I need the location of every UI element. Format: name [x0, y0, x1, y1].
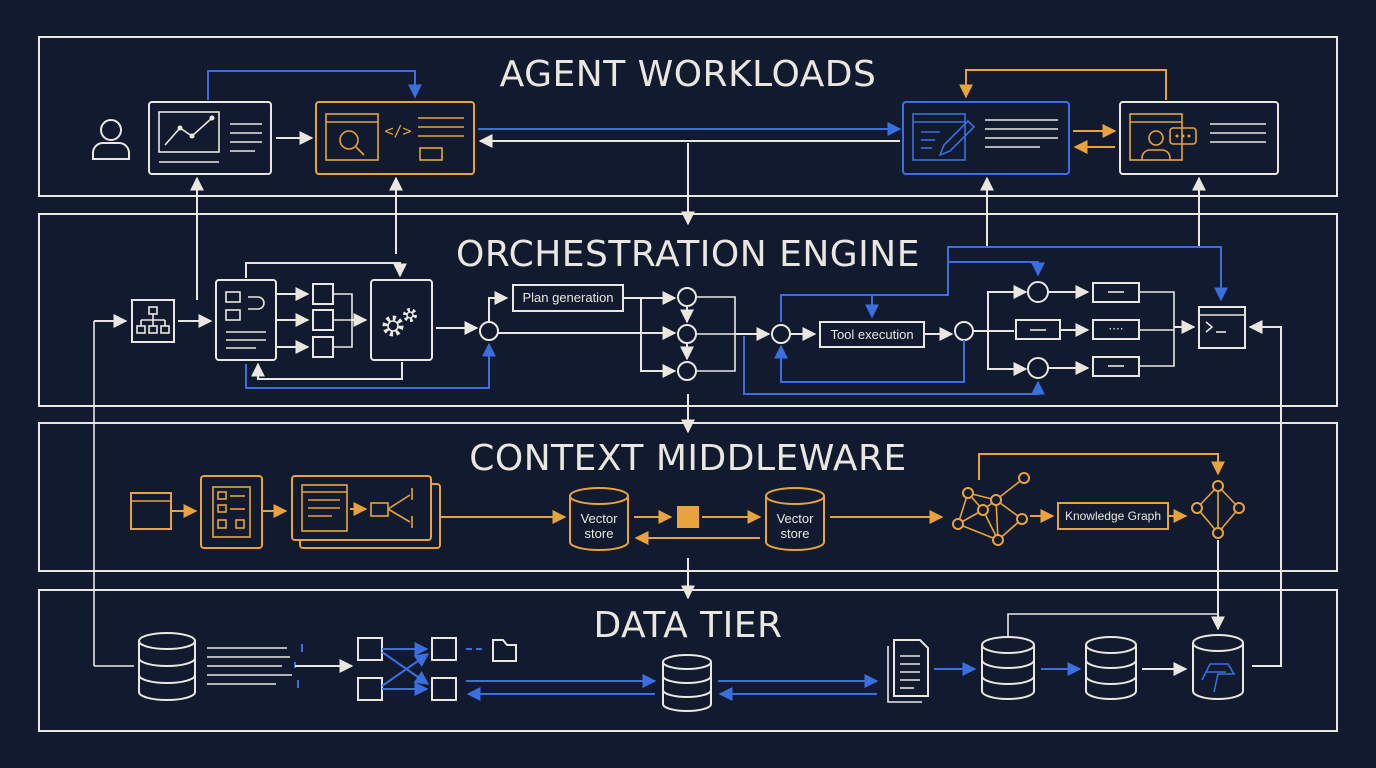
embedding-block — [677, 506, 699, 528]
arrow-right-loop-to-terminal — [1248, 320, 1282, 667]
database-icon-warehouse — [662, 654, 712, 712]
result-middle-glyph: ···· — [1108, 322, 1123, 336]
shuffle-arrow-c — [381, 651, 430, 685]
loop-planner-blue — [245, 342, 496, 389]
branch-node-top — [1027, 281, 1049, 303]
task-node-1 — [312, 283, 334, 305]
folder-icon — [492, 639, 517, 662]
step-node-b — [677, 324, 697, 344]
tool-junction-left — [771, 324, 791, 344]
database-icon-3 — [1085, 636, 1137, 700]
executor-card — [370, 279, 433, 361]
analytics-agent-card — [148, 101, 272, 175]
loop-tool-top — [780, 261, 1045, 322]
step-node-a — [677, 287, 697, 307]
tool-junction-right — [954, 321, 974, 341]
loop-tool-bottom — [774, 340, 965, 383]
planner-card — [215, 279, 277, 361]
loop-graph-to-kg — [978, 453, 1225, 480]
search-icon — [339, 130, 365, 156]
data-stream-lines — [207, 644, 303, 688]
vector-store-b-label-2: store — [781, 526, 810, 541]
layer-title-agent-workloads: AGENT WORKLOADS — [500, 54, 877, 95]
vector-store-a-label-1: Vector — [581, 511, 619, 526]
network-graph-icon — [952, 472, 1030, 546]
step-node-c — [677, 361, 697, 381]
loop-tool-wide — [743, 336, 1045, 395]
edit-icon — [921, 119, 976, 157]
pipeline-card — [291, 475, 441, 549]
document-icon — [887, 639, 929, 703]
support-agent-card — [1119, 101, 1279, 175]
support-agent-icon — [1141, 127, 1197, 160]
vector-store-a — [569, 487, 629, 551]
branch-node-bottom — [1027, 357, 1049, 379]
database-icon-primary — [138, 632, 196, 701]
database-icon-2 — [981, 636, 1035, 700]
loop-analytics-to-code — [207, 70, 422, 100]
vector-store-a-label-2: store — [585, 526, 614, 541]
arrow-junction-to-plan — [488, 291, 509, 322]
loop-planner-top — [245, 262, 407, 278]
shuffle-node-2 — [357, 677, 383, 701]
vector-store-b-label-1: Vector — [777, 511, 815, 526]
terminal-icon — [1198, 306, 1246, 349]
task-node-3 — [312, 336, 334, 358]
branch-lines-right — [973, 291, 1026, 370]
vector-store-b — [765, 487, 825, 551]
layer-title-context-middleware: CONTEXT MIDDLEWARE — [469, 438, 907, 479]
shuffle-arrow-d — [381, 653, 430, 687]
form-icon — [200, 475, 263, 549]
tool-execution-label: Tool execution — [830, 327, 913, 342]
step-merge-lines — [696, 296, 736, 372]
orchestration-junction-1 — [479, 321, 499, 341]
browser-window-icon — [130, 492, 172, 530]
knowledge-graph-label: Knowledge Graph — [1065, 509, 1161, 523]
shuffle-node-1 — [357, 637, 383, 661]
loop-db-2-to-cloud — [1007, 613, 1218, 637]
editor-agent-card — [902, 101, 1070, 175]
loop-planner-bottom — [251, 362, 403, 380]
line-branch-c — [640, 298, 677, 378]
loop-to-terminal — [947, 246, 1228, 302]
code-icon: </> — [384, 122, 411, 140]
task-merge-lines — [333, 293, 353, 348]
shuffle-node-4 — [431, 677, 457, 701]
code-search-agent-card: </> — [315, 101, 475, 175]
loop-support-to-editor — [959, 69, 1167, 100]
gear-icon — [382, 308, 417, 337]
user-icon — [92, 119, 130, 160]
layer-title-orchestration-engine: ORCHESTRATION ENGINE — [456, 234, 920, 275]
knowledge-graph-icon — [1191, 480, 1245, 539]
plan-generation-label: Plan generation — [522, 290, 613, 305]
chart-icon — [158, 111, 220, 153]
task-node-2 — [312, 309, 334, 331]
layer-title-data-tier: DATA TIER — [593, 605, 782, 646]
shuffle-node-3 — [431, 637, 457, 661]
result-merge-lines — [1139, 291, 1175, 367]
cloud-storage-icon — [1192, 634, 1244, 700]
hierarchy-icon — [131, 299, 175, 343]
